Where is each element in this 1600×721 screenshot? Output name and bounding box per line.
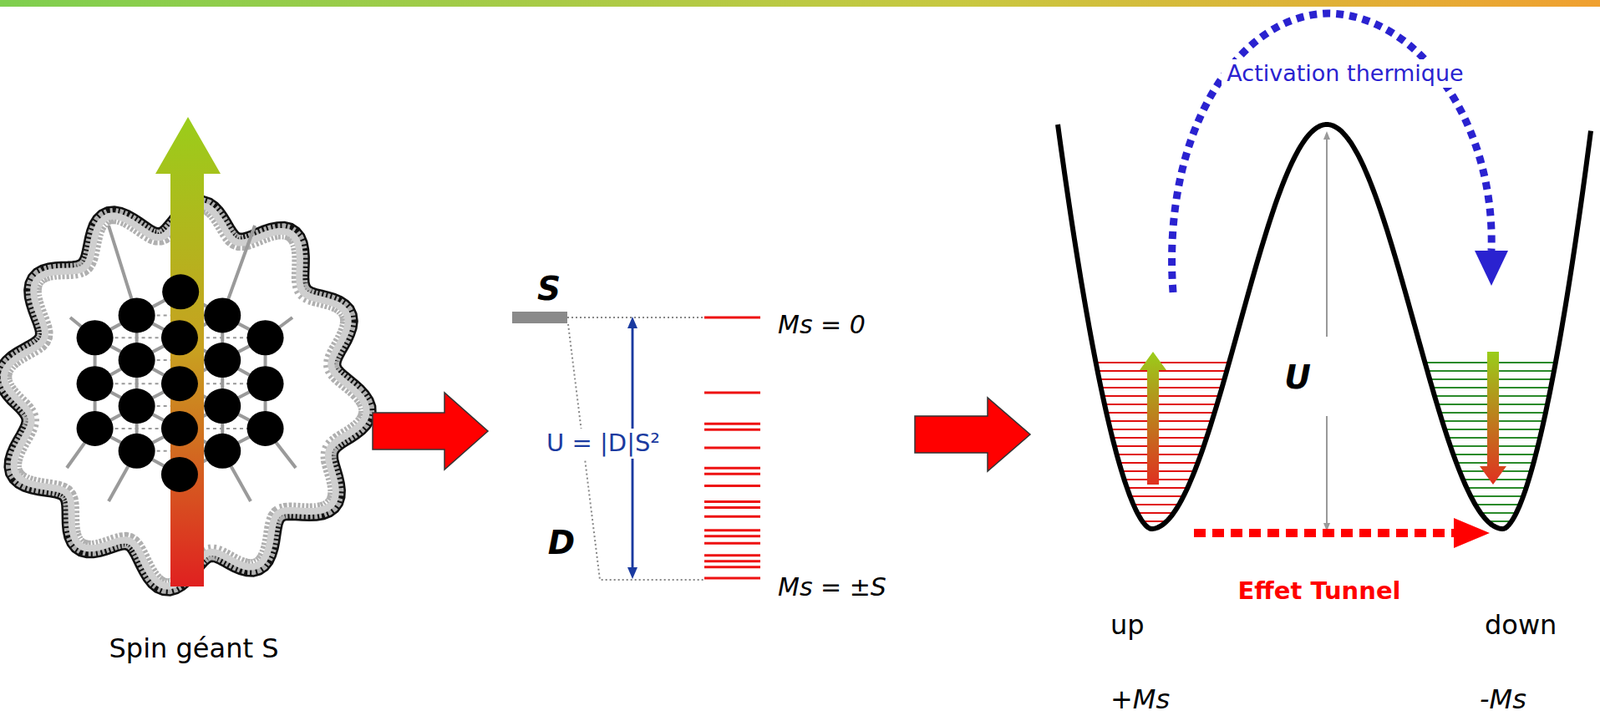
well-level (1052, 487, 1254, 489)
double-well (1052, 124, 1596, 529)
well-level (1403, 453, 1596, 456)
energy-level (704, 484, 761, 488)
height-arrow (1325, 135, 1328, 337)
well-level (1403, 361, 1596, 364)
energy-levels (704, 317, 761, 579)
metal-ion (118, 297, 156, 333)
level-label: Ms = 0 (777, 310, 866, 339)
state-label: -Ms (1479, 685, 1527, 715)
height-arrow (1325, 416, 1328, 528)
spin-down-arrow (1479, 351, 1507, 485)
tunnel-arrow (1193, 528, 1458, 538)
energy-level (704, 472, 761, 476)
energy-level (704, 534, 761, 538)
caption-label: Spin géant S (109, 634, 280, 664)
process-label: Activation thermique (1221, 59, 1468, 88)
well-level (1403, 462, 1596, 464)
metal-ion (203, 342, 241, 378)
metal-ion (161, 365, 199, 402)
metal-ion (118, 388, 156, 424)
process-label: Effet Tunnel (1237, 578, 1401, 605)
energy-level (704, 446, 761, 450)
arrow-head (1453, 518, 1490, 549)
block-arrow (372, 392, 488, 470)
energy-level (704, 500, 761, 503)
level-label: Ms = ±S (777, 573, 887, 601)
barrier-symbol: U (1279, 358, 1316, 398)
potential-curve (1057, 124, 1591, 529)
metal-ion (247, 365, 285, 402)
energy-level (704, 559, 761, 563)
energy-level (704, 553, 761, 557)
energy-level (704, 515, 761, 519)
metal-ion (76, 320, 114, 356)
state-label: up (1110, 610, 1145, 640)
well-level (1403, 420, 1596, 422)
anisotropy-symbol: D (548, 525, 575, 562)
spin-symbol: S (537, 271, 561, 308)
well-level (1052, 503, 1254, 506)
metal-ion (203, 433, 241, 469)
metal-ion (203, 297, 241, 333)
top-bar (0, 0, 1600, 7)
barrier-formula: U = |D|S² (541, 428, 666, 459)
energy-level (704, 467, 761, 470)
state-label: +Ms (1110, 685, 1170, 715)
well-level (1403, 495, 1596, 498)
energy-level (704, 565, 761, 569)
well-level (1052, 495, 1254, 498)
metal-ion (161, 411, 199, 447)
state-label: down (1484, 610, 1557, 640)
well-level (1052, 512, 1254, 514)
metal-ion (118, 342, 156, 378)
thermal-activation-arc (1172, 13, 1493, 293)
well-level (1403, 478, 1596, 481)
block-arrow (914, 397, 1031, 472)
energy-level (704, 528, 761, 532)
energy-level (704, 542, 761, 545)
metal-ion (247, 411, 285, 447)
metal-ion (76, 411, 114, 447)
energy-level (704, 422, 761, 426)
energy-level (704, 391, 761, 395)
well-level (1403, 428, 1596, 431)
metal-ion (247, 320, 285, 356)
metal-ion (161, 320, 199, 356)
metal-ion (118, 433, 156, 469)
metal-ion (76, 365, 114, 402)
well-level (1403, 436, 1596, 439)
energy-level (704, 316, 761, 320)
energy-level (704, 577, 761, 580)
well-level (1403, 503, 1596, 506)
arrow-head (1474, 250, 1509, 286)
well-level (1403, 520, 1596, 523)
well-level (1403, 487, 1596, 489)
metal-ion (161, 457, 199, 493)
giant-spin-illustration (4, 116, 367, 587)
energy-level (704, 428, 761, 432)
well-level (1403, 512, 1596, 514)
dotted-guide (567, 316, 705, 319)
well-level (1403, 370, 1596, 372)
well-level (1403, 445, 1596, 447)
well-level (1403, 411, 1596, 414)
well-level (1052, 520, 1254, 523)
metal-ion (162, 274, 199, 310)
well-level (1403, 403, 1596, 406)
spin-up-arrow (1139, 351, 1167, 485)
metal-ion (203, 388, 241, 424)
spin-level-bar (512, 311, 568, 324)
energy-level (704, 506, 761, 509)
